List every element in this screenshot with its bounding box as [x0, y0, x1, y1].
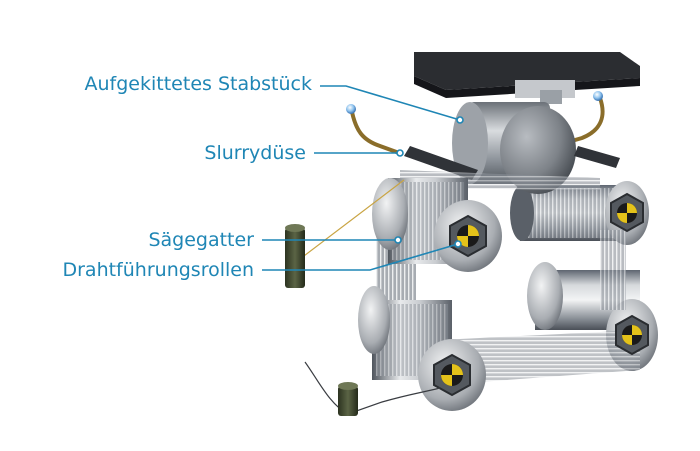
- leader-lines: [262, 85, 464, 271]
- slurry-nozzle-bars: [404, 146, 620, 180]
- label-slurryduese: Slurrydüse: [204, 142, 306, 164]
- leader-line-drahtfuehrungsrollen: [262, 243, 459, 271]
- hub-cap-bottom-left: [433, 353, 471, 397]
- mounting-plate: [414, 52, 640, 104]
- wire-web-bottom: [440, 330, 640, 385]
- hub-caps: [433, 192, 649, 397]
- wire-spool-post-upper: [285, 228, 305, 288]
- ingot: [452, 102, 576, 194]
- label-saegegatter: Sägegatter: [148, 229, 254, 251]
- hub-cap-bottom-right: [615, 314, 649, 356]
- slurry-nozzle-bulb-left: [346, 104, 356, 114]
- hub-cap-top-right: [610, 192, 644, 233]
- wire-spool-post-lower: [338, 386, 358, 416]
- wire-web-right: [600, 230, 626, 310]
- wire-spools: [285, 179, 441, 416]
- slurry-tubes: [346, 91, 605, 156]
- label-stabstueck: Aufgekittetes Stabstück: [84, 73, 312, 95]
- leader-line-stabstueck: [320, 85, 461, 121]
- hub-cap-top-left: [449, 214, 487, 258]
- slurry-nozzle-bulb-right: [593, 91, 603, 101]
- label-drahtfuehrungsrollen: Drahtführungsrollen: [62, 259, 254, 281]
